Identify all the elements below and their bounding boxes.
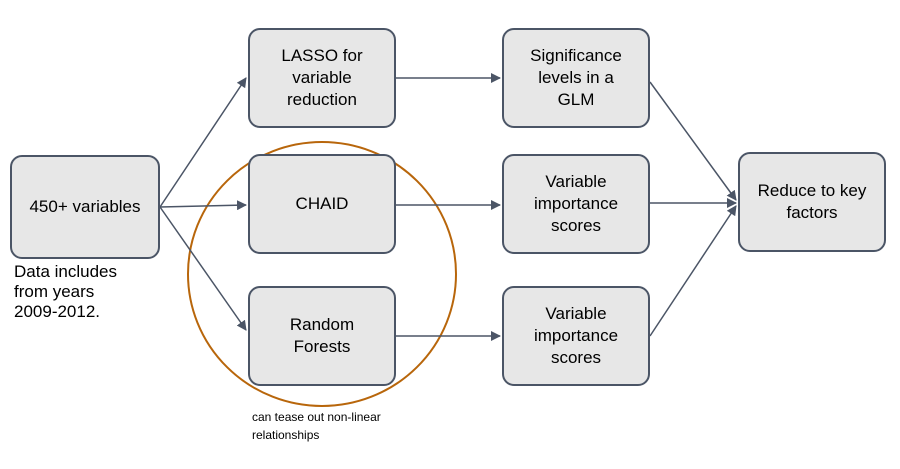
arrow-variables-to-chaid bbox=[159, 200, 247, 211]
arrow-variables-to-random-forests bbox=[159, 206, 247, 331]
arrow-significance-to-reduce bbox=[649, 81, 737, 201]
node-variable-importance-2: Variable importance scores bbox=[502, 286, 650, 386]
edge-layer bbox=[159, 73, 737, 341]
node-random-forests: Random Forests bbox=[248, 286, 396, 386]
node-variable-importance-1: Variable importance scores bbox=[502, 154, 650, 254]
node-lasso: LASSO for variable reduction bbox=[248, 28, 396, 128]
node-significance-glm: Significance levels in a GLM bbox=[502, 28, 650, 128]
node-reduce-key-factors: Reduce to key factors bbox=[738, 152, 886, 252]
arrow-importance-2-to-reduce bbox=[649, 205, 737, 337]
highlight-circle bbox=[187, 141, 457, 407]
node-450-variables: 450+ variables bbox=[10, 155, 160, 259]
circle-annotation: can tease out non-linear relationships bbox=[252, 410, 381, 442]
data-years-note: Data includes from years 2009-2012. bbox=[14, 262, 118, 321]
node-chaid: CHAID bbox=[248, 154, 396, 254]
arrow-variables-to-lasso bbox=[159, 77, 247, 208]
